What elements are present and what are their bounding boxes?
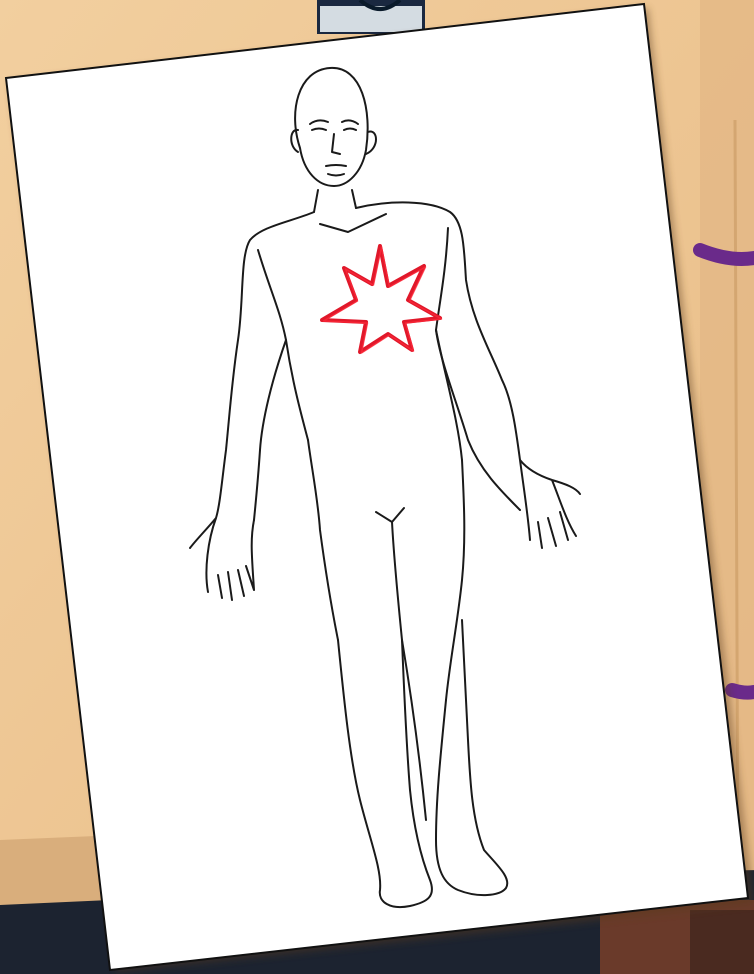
paper-sheet: [6, 4, 748, 970]
strap-bottom: [732, 690, 754, 693]
